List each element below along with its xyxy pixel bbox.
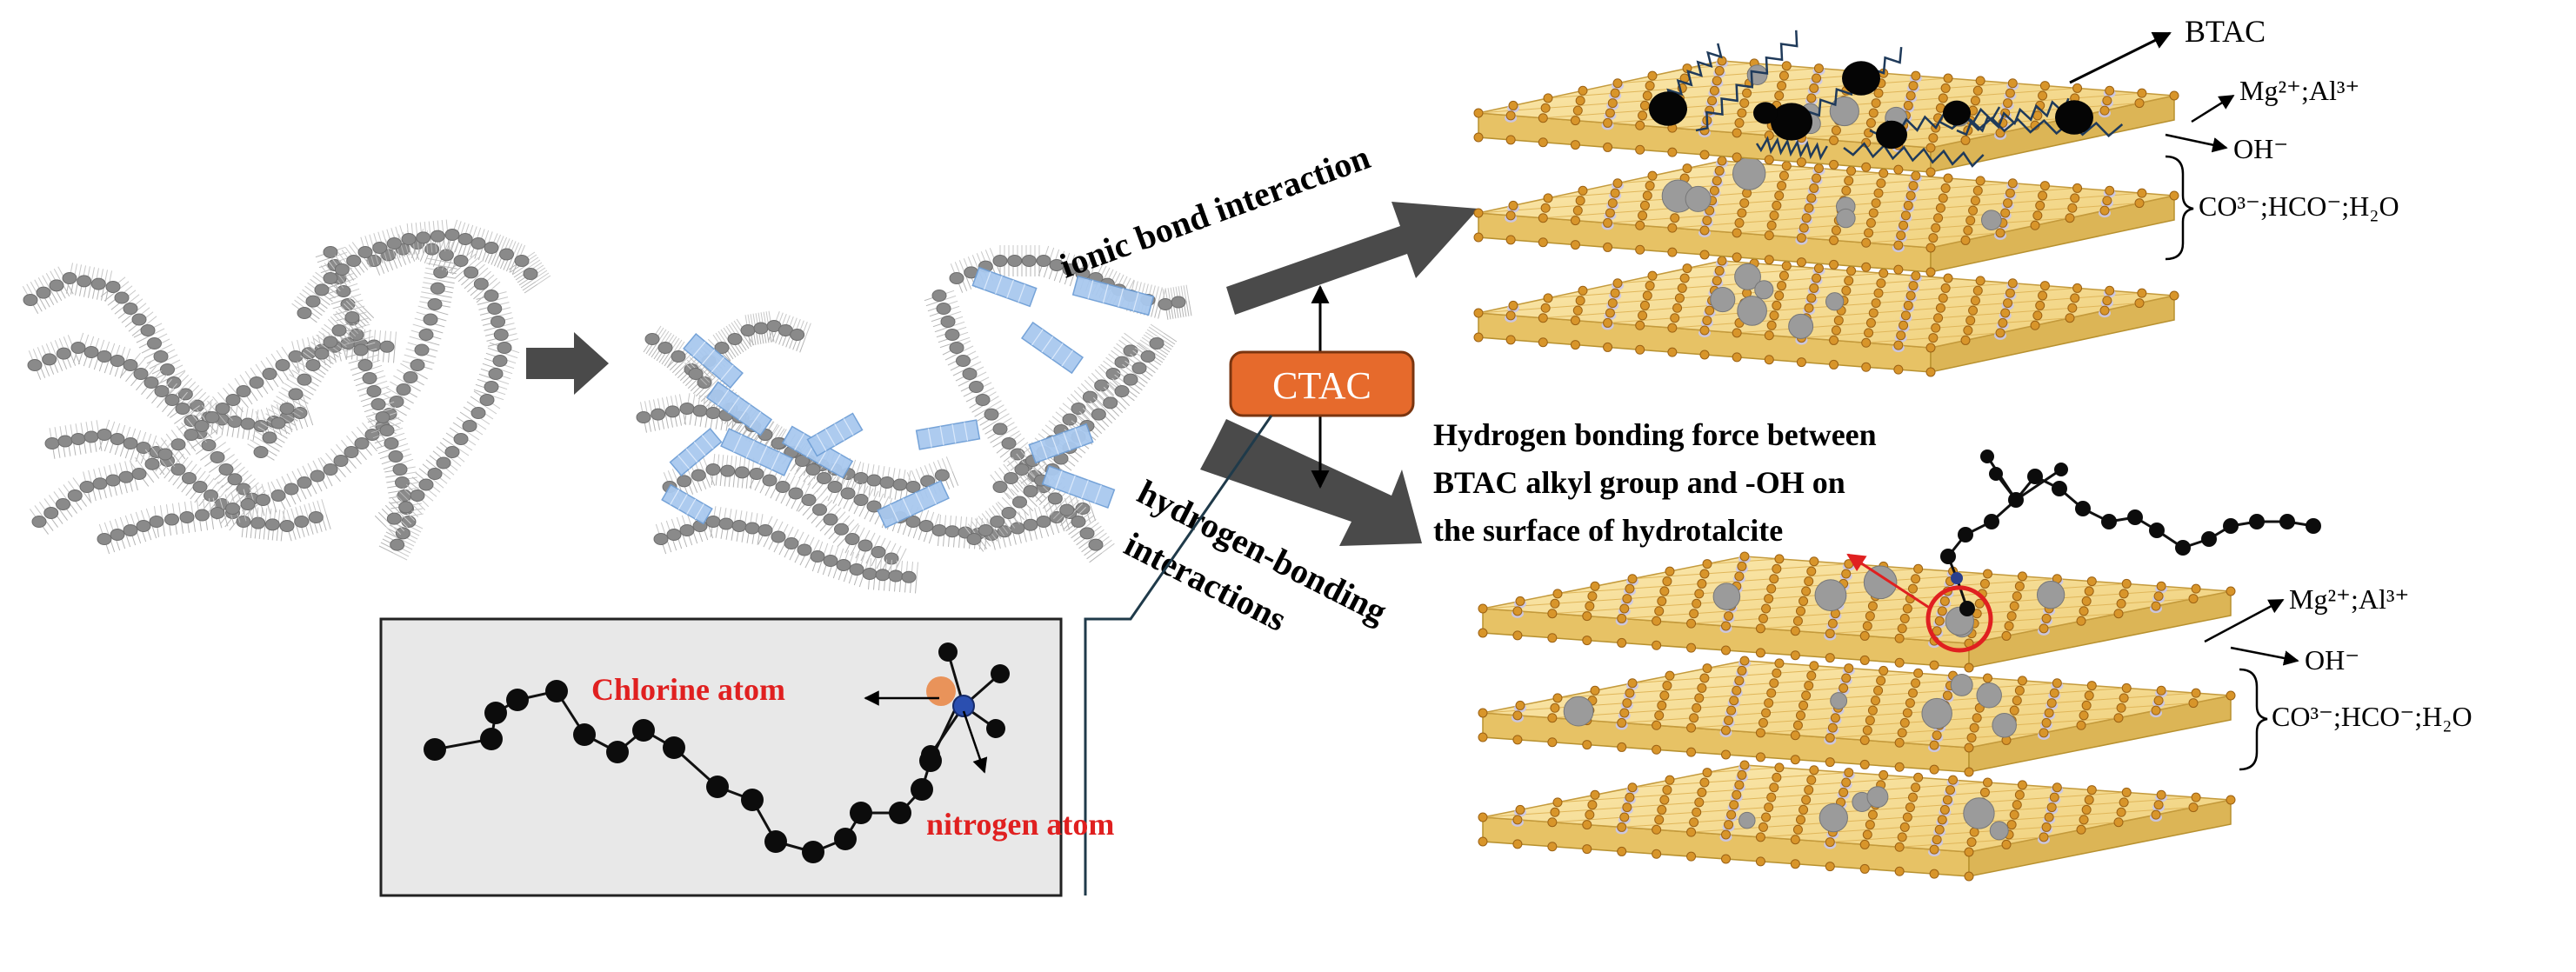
btac-chains-top	[1649, 30, 2124, 168]
ctac-box	[1229, 350, 1415, 417]
top-interlayer-label: CO³⁻;HCO⁻;H₂O	[2199, 190, 2399, 222]
hbond-description-line1: Hydrogen bonding force between	[1433, 417, 1877, 452]
bottom-oh-label: OH⁻	[2305, 644, 2359, 676]
top-oh-pointer	[2165, 133, 2228, 153]
ctac-leader-line	[1084, 415, 1273, 895]
fiber-network-pristine	[22, 219, 551, 561]
top-interlayer-brace	[2165, 155, 2194, 261]
nitrogen-atom-label: nitrogen atom	[926, 807, 1114, 842]
top-cation-label: Mg²⁺;Al³⁺	[2239, 75, 2359, 106]
hbond-description-line3: the surface of hydrotalcite	[1433, 513, 1783, 548]
hbond-highlight-circle	[1925, 585, 1993, 653]
nitrogen-pointer	[962, 710, 988, 774]
btac-label: BTAC	[2185, 14, 2266, 49]
ctac-label: CTAC	[1272, 364, 1371, 407]
ldh-stack-top	[1473, 56, 2179, 377]
bottom-cation-label: Mg²⁺;Al³⁺	[2289, 583, 2409, 615]
chlorine-atom-label: Chlorine atom	[591, 672, 785, 707]
ctac-molecule	[424, 642, 1010, 863]
bottom-interlayer-label: CO³⁻;HCO⁻;H₂O	[2272, 701, 2473, 732]
bottom-oh-pointer	[2230, 646, 2299, 666]
ldh-stack-bottom	[1478, 551, 2236, 882]
process-arrow-small	[526, 332, 609, 395]
hbond-description-line2: BTAC alkyl group and -OH on	[1433, 465, 1845, 500]
bottom-cation-pointer	[2204, 598, 2285, 643]
top-cation-pointer	[2191, 94, 2235, 123]
btac-pointer	[2069, 31, 2172, 84]
top-oh-label: OH⁻	[2233, 133, 2288, 164]
ionic-bond-arrow	[1226, 202, 1478, 315]
ctac-molecule-inset	[379, 617, 1063, 897]
btac-chain-bottom	[1940, 449, 2321, 616]
hbond-highlight-arrow	[1846, 553, 1932, 610]
bottom-interlayer-brace	[2239, 668, 2268, 771]
fiber-network-with-ldh	[636, 245, 1192, 594]
